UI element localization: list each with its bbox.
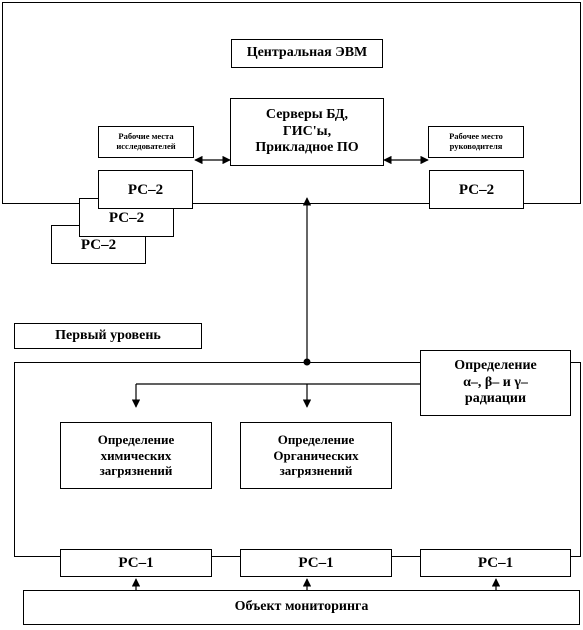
chemical-line-2: химических (100, 447, 172, 463)
researcher-workplaces-box: Рабочие места исследователей (98, 126, 194, 158)
organic-box: Определение Органических загрязнений (240, 422, 392, 489)
monitoring-object-box: Объект мониторинга (23, 590, 580, 625)
pc2-box-manager: РС–2 (429, 170, 524, 209)
pc1-label-left: РС–1 (118, 555, 154, 571)
radiation-box: Определение α–, β– и γ– радиации (420, 350, 571, 416)
researcher-workplaces-line-2: исследователей (116, 141, 176, 151)
pc1-box-left: РС–1 (60, 549, 212, 577)
servers-line-2: ГИС'ы, (282, 123, 332, 139)
junction-dot (303, 358, 311, 366)
organic-line-1: Определение (277, 432, 355, 448)
first-level-label-box: Первый уровень (14, 323, 202, 349)
researcher-workplaces-line-1: Рабочие места (118, 131, 174, 142)
servers-line-1: Серверы БД, (265, 106, 349, 122)
pc1-label-right: РС–1 (477, 555, 514, 571)
pc1-label-middle: РС–1 (298, 555, 334, 571)
pc2-label-back: РС–2 (80, 236, 117, 253)
pc2-label-front: РС–2 (127, 181, 164, 198)
radiation-line-2: α–, β– и γ– (463, 374, 528, 390)
pc2-label-manager: РС–2 (458, 181, 495, 198)
servers-box: Серверы БД, ГИС'ы, Прикладное ПО (230, 98, 384, 166)
manager-workplace-line-1: Рабочее место (449, 131, 503, 142)
servers-line-3: Прикладное ПО (255, 140, 359, 156)
manager-workplace-line-2: руководителя (449, 141, 503, 151)
radiation-line-1: Определение (454, 357, 537, 373)
pc1-box-right: РС–1 (420, 549, 571, 577)
pc2-label-middle: РС–2 (108, 209, 145, 226)
manager-workplace-box: Рабочее место руководителя (428, 126, 524, 158)
first-level-label: Первый уровень (55, 327, 161, 343)
chemical-line-3: загрязнений (99, 463, 173, 479)
chemical-box: Определение химических загрязнений (60, 422, 212, 489)
organic-line-3: загрязнений (279, 463, 353, 479)
pc1-box-middle: РС–1 (240, 549, 392, 577)
organic-line-2: Органических (273, 447, 359, 463)
chemical-line-1: Определение (97, 432, 175, 448)
upper-level-frame (2, 2, 581, 204)
monitoring-object-label: Объект мониторинга (234, 599, 369, 615)
central-computer-box: Центральная ЭВМ (231, 39, 383, 68)
radiation-line-3: радиации (464, 391, 527, 407)
central-computer-label: Центральная ЭВМ (246, 45, 368, 61)
pc2-box-front: РС–2 (98, 170, 193, 209)
